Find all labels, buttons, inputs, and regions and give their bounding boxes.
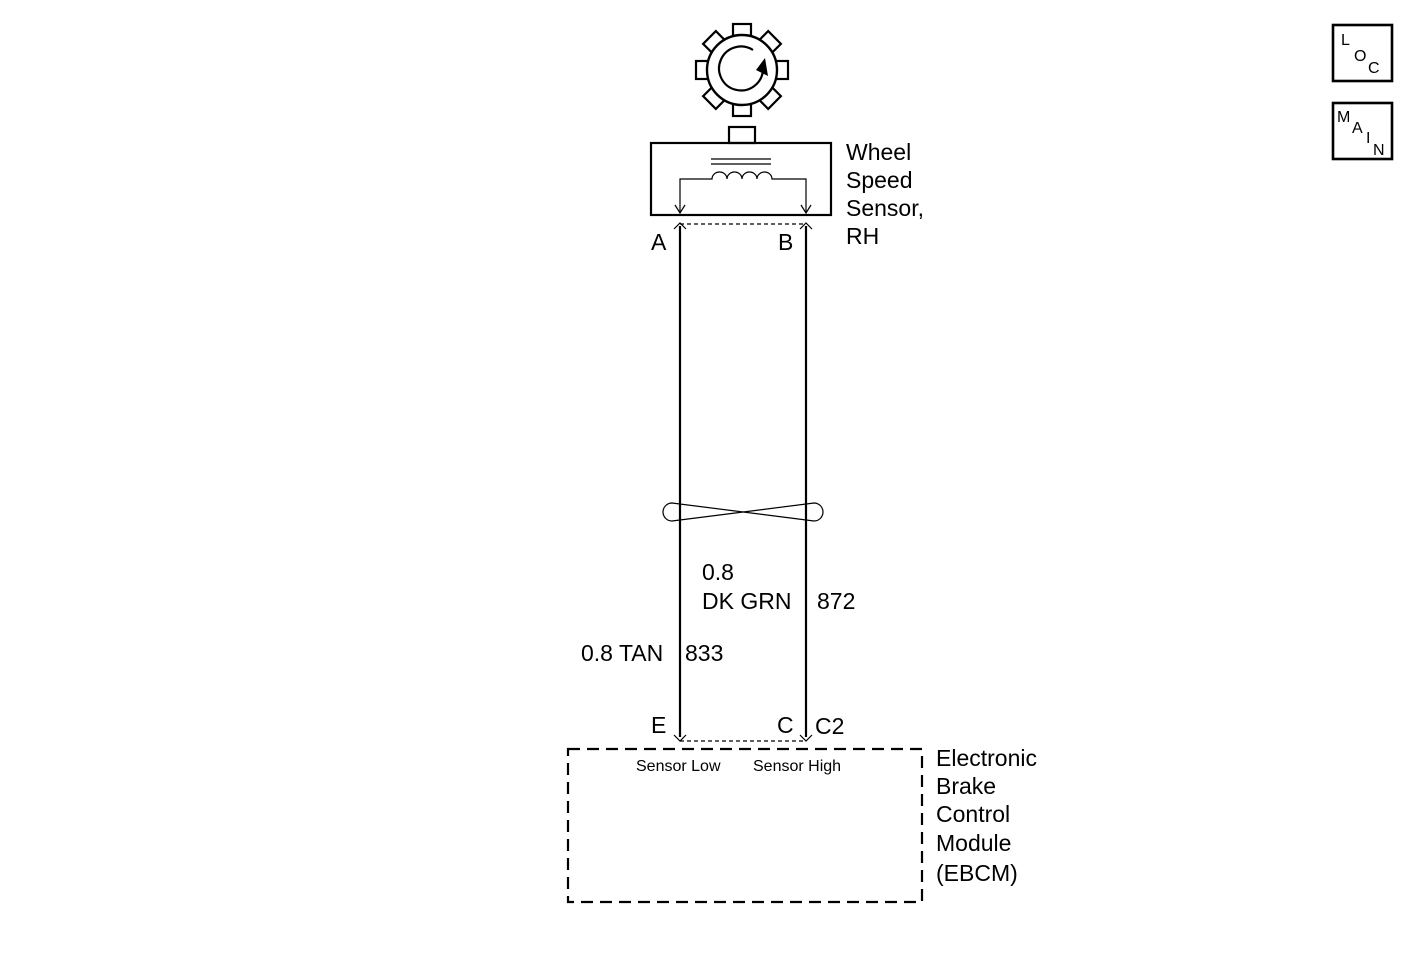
rotation-arrow-icon (717, 45, 765, 92)
wire-833-circuit: 833 (685, 640, 723, 666)
sensor-housing (649, 141, 833, 217)
pin-a-label: A (651, 229, 667, 255)
svg-text:M: M (1337, 109, 1350, 126)
tone-wheel-icon (694, 22, 790, 118)
svg-text:I: I (1366, 130, 1370, 147)
svg-text:O: O (1354, 48, 1366, 65)
loc-button[interactable]: L O C (1331, 23, 1394, 83)
pin-e-label: E (651, 712, 666, 738)
connector-c2-label: C2 (815, 713, 844, 739)
pin-c-label: C (777, 712, 794, 738)
ebcm-box (566, 747, 924, 904)
twisted-pair-icon (662, 502, 824, 522)
coil-icon (679, 171, 807, 212)
pin-b-chevron-icon (799, 222, 813, 230)
svg-text:C: C (1368, 60, 1380, 77)
sensor-high-label: Sensor High (753, 758, 841, 775)
ebcm-label: Electronic Brake Control Module (EBCM) (936, 745, 1043, 886)
wire-833-size-color: 0.8 TAN (581, 640, 663, 666)
terminal-b-arrow-icon (800, 204, 812, 215)
main-button[interactable]: M A I N (1331, 101, 1394, 161)
sensor-low-label: Sensor Low (636, 758, 721, 775)
sensor-label: Wheel Speed Sensor, RH (846, 139, 930, 249)
pin-b-label: B (778, 229, 793, 255)
svg-text:L: L (1341, 32, 1350, 49)
wire-872-size-color: 0.8 DK GRN (702, 559, 791, 614)
pin-a-chevron-icon (673, 222, 687, 230)
svg-text:A: A (1352, 120, 1363, 137)
svg-text:N: N (1373, 142, 1385, 159)
pin-e-chevron-icon (673, 734, 687, 742)
rotation-arrowhead-icon (756, 58, 768, 76)
wheel-speed-sensor (649, 141, 833, 217)
terminal-a-arrow-icon (674, 204, 686, 215)
pin-c-chevron-icon (799, 734, 813, 742)
sensor-tip (727, 125, 757, 145)
wire-872-circuit: 872 (817, 588, 855, 614)
